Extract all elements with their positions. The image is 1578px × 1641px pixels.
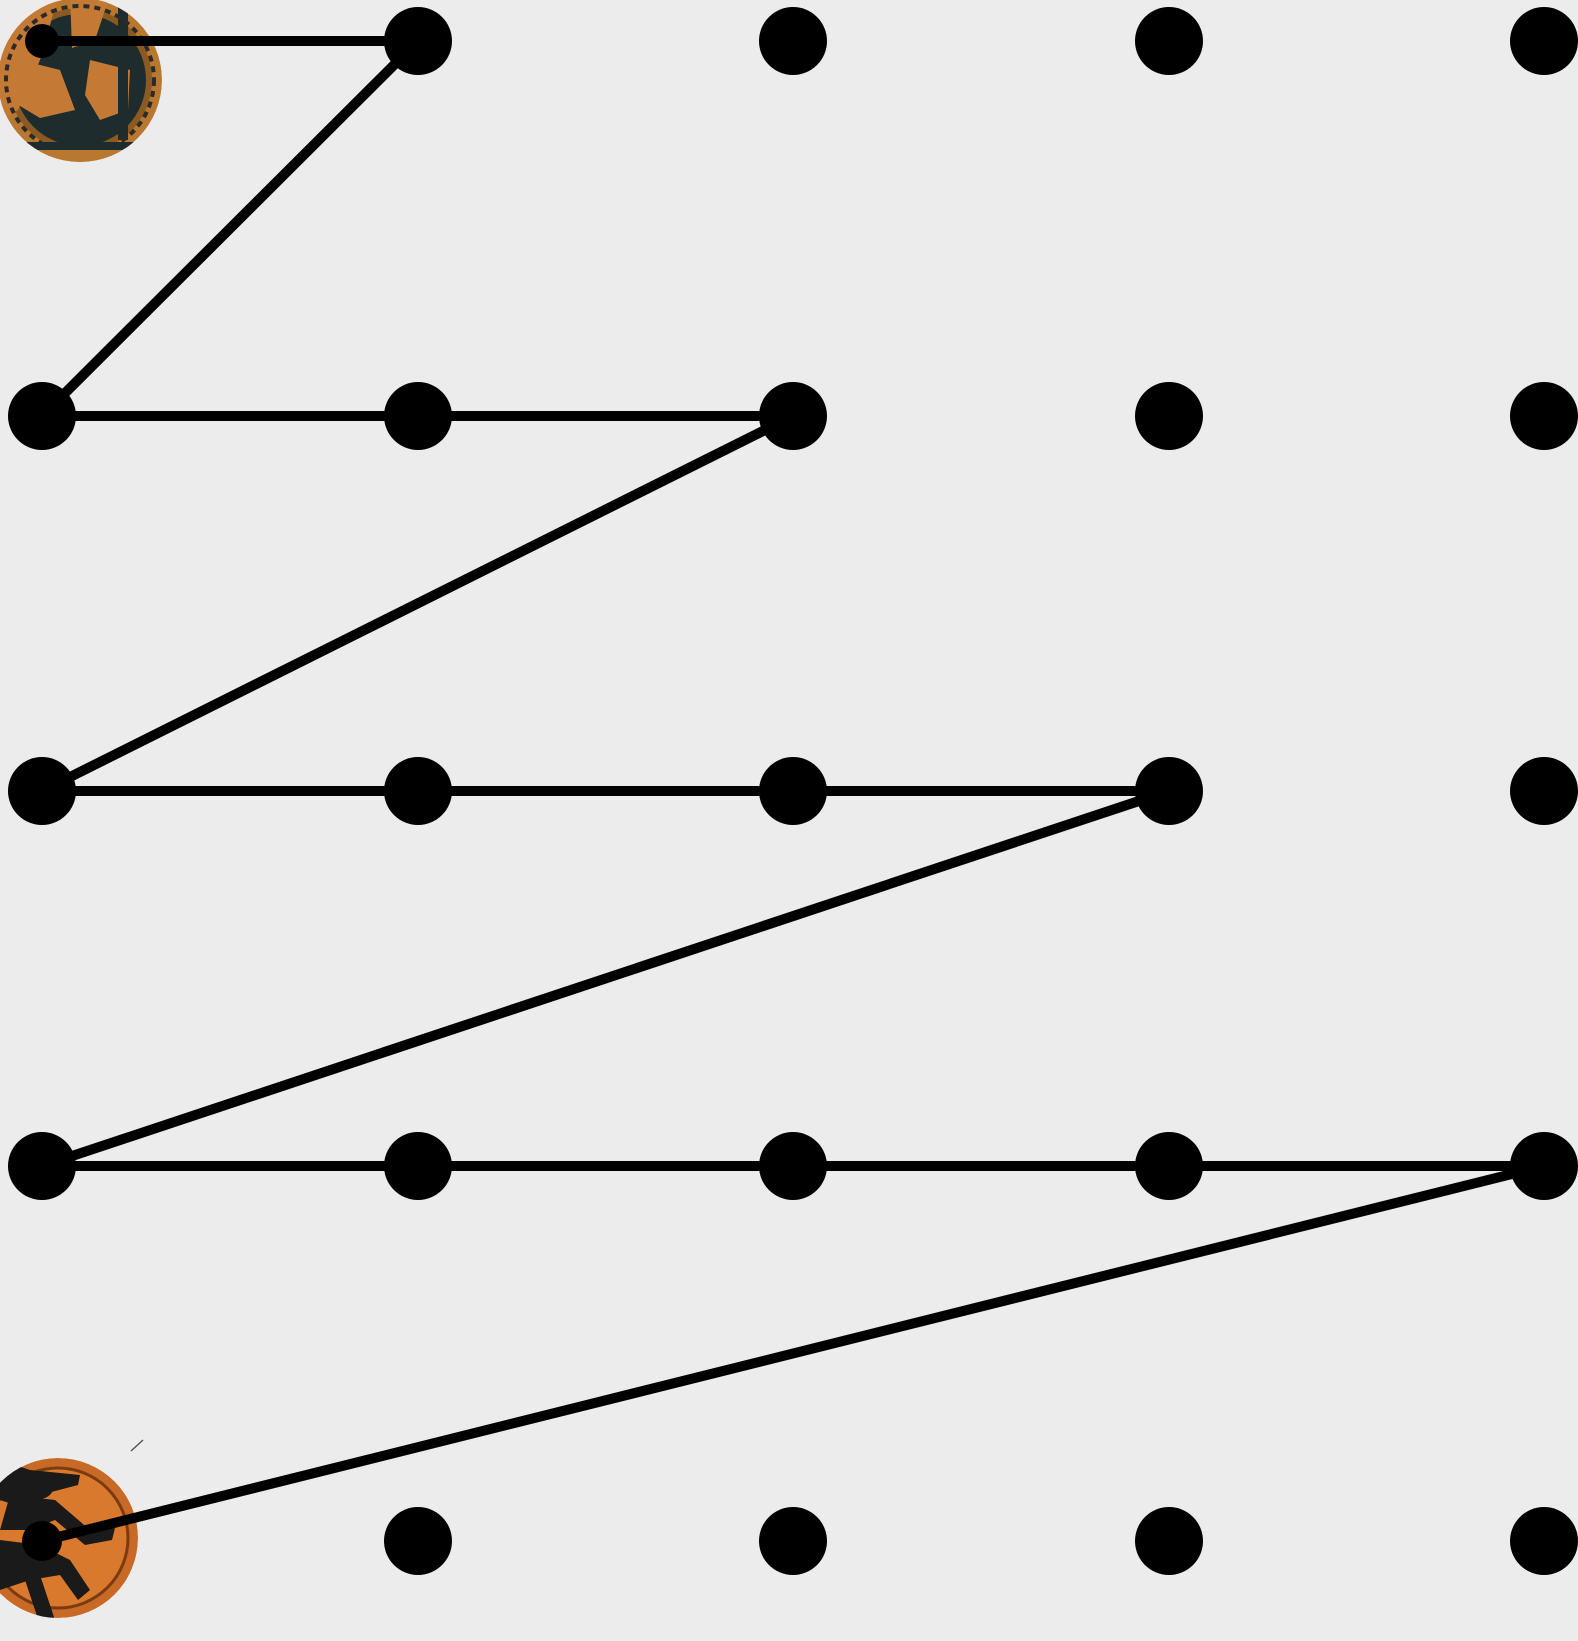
grid-dot <box>1135 7 1203 75</box>
grid-dot <box>1510 1507 1578 1575</box>
grid-dot <box>759 1507 827 1575</box>
grid-dot <box>384 757 452 825</box>
grid-dot <box>8 1132 76 1200</box>
grid-dot <box>8 382 76 450</box>
grid-dot <box>1510 1132 1578 1200</box>
grid-dot <box>384 382 452 450</box>
grid-dot <box>8 757 76 825</box>
grid-dot <box>1510 757 1578 825</box>
grid-dot <box>1510 382 1578 450</box>
grid-dot <box>1135 757 1203 825</box>
grid-dot <box>384 1132 452 1200</box>
grid-dot <box>759 757 827 825</box>
grid-dot <box>22 1521 62 1561</box>
grid-dot <box>1510 7 1578 75</box>
grid-dot <box>1135 1507 1203 1575</box>
grid-dot <box>1135 382 1203 450</box>
grid-dot <box>25 24 59 58</box>
red-figure-kylix-tondo-icon <box>0 0 162 162</box>
grid-dot <box>1135 1132 1203 1200</box>
grid-dot <box>384 1507 452 1575</box>
grid-dot <box>759 1132 827 1200</box>
grid-dot <box>759 382 827 450</box>
grid-dot <box>384 7 452 75</box>
grid-dot <box>759 7 827 75</box>
